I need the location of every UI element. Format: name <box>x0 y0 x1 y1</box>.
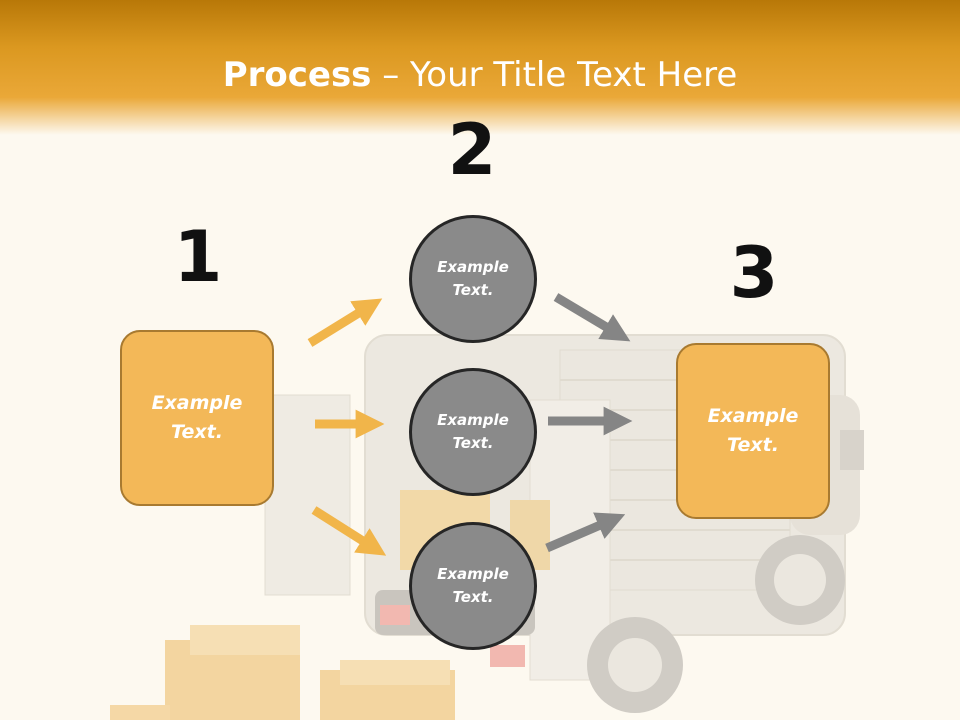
step-number-2: 2 <box>447 109 497 191</box>
arrow-bottom-to-3 <box>545 512 626 553</box>
step-number-1: 1 <box>173 216 223 298</box>
page-title: Process – Your Title Text Here <box>0 52 960 98</box>
step-1-box: Example Text. <box>120 330 274 506</box>
arrow-top-to-3 <box>553 293 631 342</box>
title-rest: – Your Title Text Here <box>371 55 738 95</box>
circle-top: Example Text. <box>409 215 537 343</box>
title-bold: Process <box>222 55 372 95</box>
circle-middle: Example Text. <box>409 368 537 496</box>
step-number-3: 3 <box>729 232 779 314</box>
circle-bottom: Example Text. <box>409 522 537 650</box>
arrow-1-to-top <box>307 298 383 347</box>
header-banner <box>0 0 960 135</box>
step-3-box: Example Text. <box>676 343 830 519</box>
arrow-1-to-bottom <box>311 506 387 556</box>
